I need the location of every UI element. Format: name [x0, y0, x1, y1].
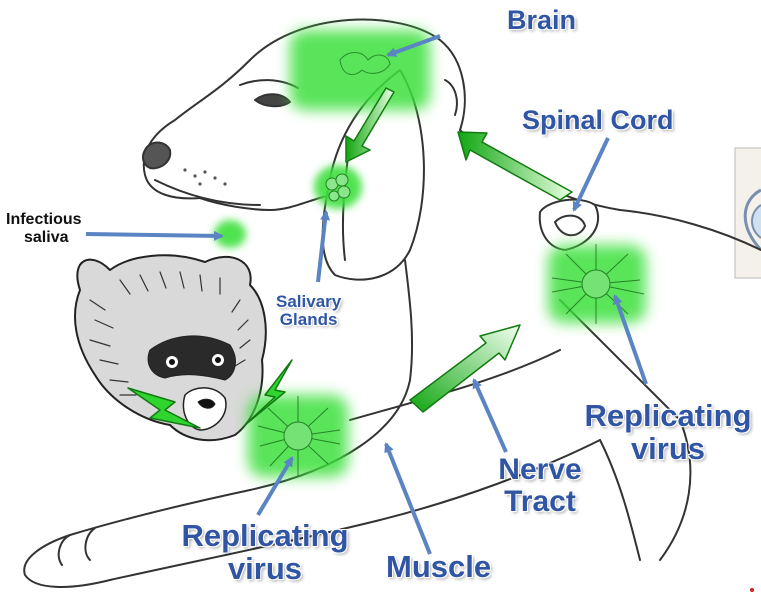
- pointer-nerve-tract: [474, 380, 506, 452]
- salivary-gland-glow: [314, 165, 362, 209]
- label-salivary-glands-line1: Salivary: [276, 293, 341, 311]
- label-infectious-saliva-line2: saliva: [6, 229, 82, 247]
- inset-panel-fragment: [735, 148, 761, 278]
- label-replicating-virus-right-line2: virus: [582, 433, 754, 466]
- label-replicating-virus-right-line1: Replicating: [582, 400, 754, 433]
- label-infectious-saliva-line1: Infectious: [6, 211, 82, 229]
- flow-arrows: [346, 88, 572, 412]
- label-brain: Brain: [507, 6, 576, 34]
- label-nerve-tract-line1: Nerve: [492, 454, 588, 486]
- label-spinal-cord: Spinal Cord: [522, 106, 674, 134]
- red-dot: [750, 588, 754, 592]
- label-nerve-tract-line2: Tract: [492, 486, 588, 518]
- brain-infection-glow: [290, 30, 430, 110]
- pointer-muscle: [386, 444, 430, 554]
- label-replicating-virus-right: Replicating virus: [582, 400, 754, 465]
- pointer-salivary-glands: [318, 212, 326, 282]
- label-salivary-glands-line2: Glands: [276, 311, 341, 329]
- label-nerve-tract: Nerve Tract: [492, 454, 588, 517]
- arrow-spinal-to-brain: [458, 132, 572, 200]
- label-infectious-saliva: Infectious saliva: [6, 211, 82, 246]
- pointer-saliva: [86, 234, 222, 236]
- label-salivary-glands: Salivary Glands: [276, 293, 341, 329]
- label-replicating-virus-left: Replicating virus: [178, 520, 352, 585]
- label-replicating-virus-left-line1: Replicating: [178, 520, 352, 553]
- pointer-spinal-cord: [574, 138, 608, 210]
- arrow-muscle-to-spinal: [410, 325, 520, 412]
- label-replicating-virus-left-line2: virus: [178, 553, 352, 586]
- label-muscle: Muscle: [386, 551, 491, 584]
